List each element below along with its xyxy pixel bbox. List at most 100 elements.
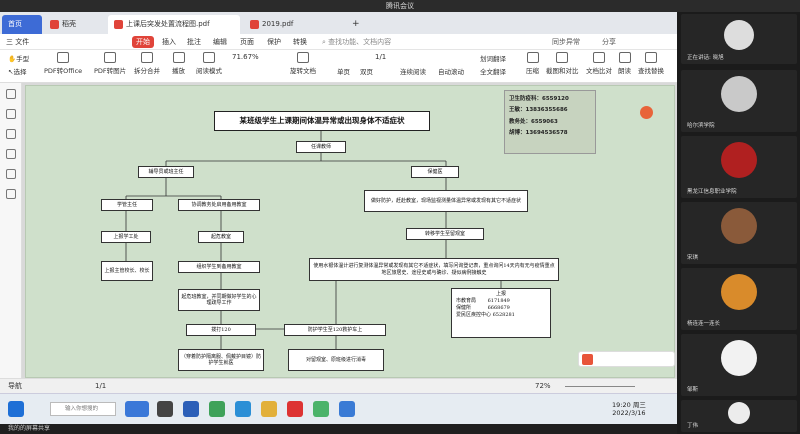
status-zoom[interactable]: 72% <box>535 382 551 390</box>
contact-line: 卫生防疫科：6559120 <box>509 96 569 102</box>
weekday: 周三 <box>632 401 646 409</box>
edge-icon[interactable] <box>235 401 251 417</box>
tool-label: 双页 <box>360 68 373 76</box>
node-move-students: 组织学生到备用教室 <box>178 261 260 273</box>
search-box[interactable]: ⌕ 查找功能、文档内容 <box>322 34 391 50</box>
play-button[interactable]: 播放 <box>172 52 185 75</box>
ime-toolbar[interactable] <box>578 351 675 367</box>
page-indicator[interactable]: 1/1 <box>375 53 387 61</box>
attachment-icon[interactable] <box>6 169 16 179</box>
ribbon-toolbar: ✋手型 ↖选择 PDF转Office PDF转图片 拆分合并 播放 阅读模式 7… <box>0 50 677 83</box>
tool-label: 拆分合并 <box>134 67 160 75</box>
sync-status[interactable]: 同步异常 <box>552 38 580 46</box>
bookmark-icon[interactable] <box>6 89 16 99</box>
single-page-button[interactable]: 单页 <box>337 66 350 76</box>
nav-toggle[interactable]: 导航 <box>8 382 22 390</box>
participant-tile[interactable]: 宋琪 <box>681 202 797 264</box>
continuous-read-button[interactable]: 连续阅读 <box>400 66 426 76</box>
tab-label: 2019.pdf <box>262 20 294 28</box>
menu-annotate[interactable]: 批注 <box>187 38 201 46</box>
doc-compare-button[interactable]: 文档比对 <box>586 52 612 75</box>
find-replace-button[interactable]: 查找替换 <box>638 52 664 75</box>
new-tab-button[interactable]: + <box>352 19 360 29</box>
pdf-to-office-button[interactable]: PDF转Office <box>44 52 82 75</box>
node-nurse: 保健医 <box>411 166 459 178</box>
node-teacher: 任课教师 <box>296 141 346 153</box>
compress-icon <box>526 52 539 63</box>
report-heading: 上报 <box>495 291 506 297</box>
screenshot-compare-button[interactable]: 截图和对比 <box>546 52 579 75</box>
report-line: 保健所 6668679 <box>456 305 510 311</box>
read-mode-button[interactable]: 阅读模式 <box>196 52 222 75</box>
menu-edit[interactable]: 编辑 <box>213 38 227 46</box>
split-merge-button[interactable]: 拆分合并 <box>134 52 160 75</box>
zoom-slider[interactable] <box>565 386 635 387</box>
menu-convert[interactable]: 转换 <box>293 38 307 46</box>
participant-name: 邹斯 <box>687 387 699 393</box>
menu-insert[interactable]: 插入 <box>162 38 176 46</box>
shared-screen: 首页 稻壳 上课后突发处置流程图.pdf 2019.pdf + 三 文件 开始 … <box>0 12 677 424</box>
participant-name: 黑龙江信息职业学院 <box>687 189 737 195</box>
share-button[interactable]: 分享 <box>602 38 616 46</box>
pdf-to-image-button[interactable]: PDF转图片 <box>94 52 126 75</box>
participant-tile[interactable]: 黑龙江信息职业学院 <box>681 136 797 198</box>
read-aloud-button[interactable]: 朗读 <box>618 52 631 75</box>
zoom-select[interactable]: 71.67% <box>232 53 259 61</box>
participant-tile[interactable]: 正在讲话: 晓旭 <box>681 14 797 64</box>
word-translate-button[interactable]: 划词翻译 <box>480 53 506 63</box>
tool-label: 压缩 <box>526 67 539 75</box>
node-report-principal: 上报主管校长、校长 <box>101 261 153 281</box>
select-tool[interactable]: ↖选择 <box>8 66 26 76</box>
avatar <box>721 274 757 310</box>
participant-tile[interactable]: 哈尔滨学院 <box>681 70 797 132</box>
compress-button[interactable]: 压缩 <box>526 52 539 75</box>
menu-protect[interactable]: 保护 <box>267 38 281 46</box>
tool-label: 截图和对比 <box>546 67 579 75</box>
tab-home[interactable]: 首页 <box>2 15 42 34</box>
participant-tile[interactable]: 丁伟 <box>681 400 797 432</box>
taskbar-app-icon[interactable] <box>125 401 149 417</box>
tab-bar: 首页 稻壳 上课后突发处置流程图.pdf 2019.pdf + <box>0 12 677 34</box>
status-page[interactable]: 1/1 <box>95 382 107 390</box>
avatar <box>724 20 754 50</box>
node-counselor: 辅导员或班主任 <box>138 166 194 178</box>
participant-tile[interactable]: 邹斯 <box>681 334 797 396</box>
status-bar: 导航 1/1 72% <box>0 378 677 393</box>
contact-panel: 卫生防疫科：6559120 王敏：13836355686 教务处：6559063… <box>504 90 596 154</box>
cursor-icon: ↖ <box>8 68 14 76</box>
file-menu[interactable]: 三 文件 <box>6 38 30 46</box>
comment-icon[interactable] <box>6 129 16 139</box>
folder-icon[interactable] <box>261 401 277 417</box>
thumbnail-icon[interactable] <box>6 109 16 119</box>
participant-tile[interactable]: 杨连连一连长 <box>681 268 797 330</box>
menu-start[interactable]: 开始 <box>132 36 154 48</box>
pdf-icon <box>114 19 123 29</box>
tab-label: 稻壳 <box>62 20 76 28</box>
compare-icon <box>593 52 605 63</box>
share-label: 我的的屏幕共享 <box>8 425 51 432</box>
search-icon[interactable] <box>6 149 16 159</box>
menu-page[interactable]: 页面 <box>240 38 254 46</box>
taskbar-app-icon[interactable] <box>209 401 225 417</box>
read-icon <box>203 52 215 63</box>
tab-current-pdf[interactable]: 上课后突发处置流程图.pdf <box>108 15 240 34</box>
double-page-button[interactable]: 双页 <box>360 66 373 76</box>
wps-icon[interactable] <box>287 401 303 417</box>
layer-icon[interactable] <box>6 189 16 199</box>
tab-2019-pdf[interactable]: 2019.pdf <box>244 15 344 34</box>
floating-assistant-icon[interactable] <box>640 106 653 119</box>
document-area: 某班级学生上课期间体温异常或出现身体不适症状 卫生防疫科：6559120 王敏：… <box>22 83 677 378</box>
taskbar-app-icon[interactable] <box>157 401 173 417</box>
taskbar-app-icon[interactable] <box>313 401 329 417</box>
auto-scroll-button[interactable]: 自动滚动 <box>438 66 464 76</box>
taskbar-app-icon[interactable] <box>183 401 199 417</box>
windows-start-icon[interactable] <box>8 401 24 417</box>
rotate-button[interactable]: 旋转文档 <box>290 52 316 75</box>
full-translate-button[interactable]: 全文翻译 <box>480 66 506 76</box>
taskbar-search[interactable]: 输入你想搜的 <box>50 402 116 416</box>
tool-label: 朗读 <box>618 67 631 75</box>
taskbar-app-icon[interactable] <box>339 401 355 417</box>
hand-tool[interactable]: ✋手型 <box>8 53 29 63</box>
avatar <box>721 340 757 376</box>
tab-daoke[interactable]: 稻壳 <box>44 15 104 34</box>
